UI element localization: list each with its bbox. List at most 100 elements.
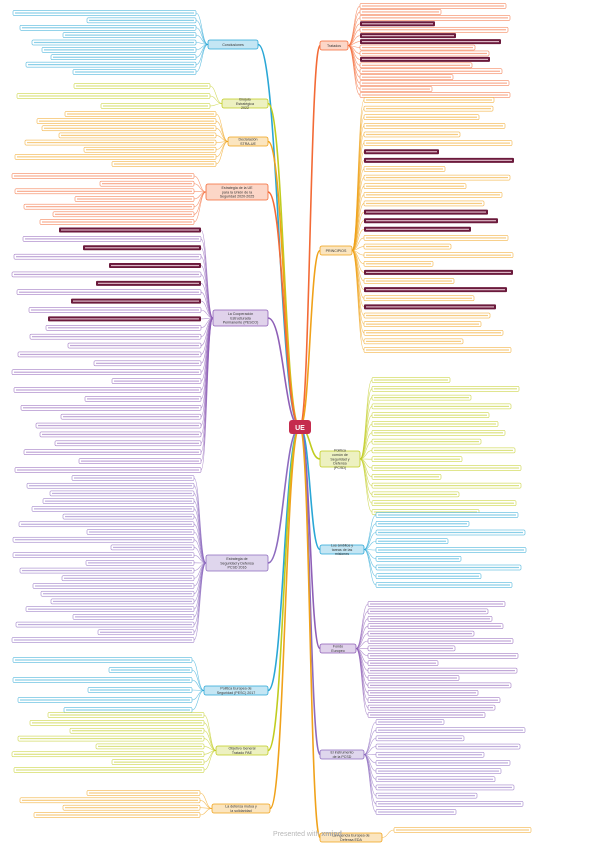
leaf-text [378,745,518,748]
branch-label: para la Unión de la [222,190,252,194]
leaf-text [370,692,476,694]
branch-node-conclusiones[interactable]: Conclusiones [207,39,259,50]
branch-label: Seguridad y [330,457,349,461]
leaf-text [366,237,506,239]
branch-label: El instrumento [331,751,354,755]
branch-label: Brújula [239,97,250,101]
leaf-text [374,502,514,504]
leaf-connector [193,562,207,641]
branch-label: Declaración [239,138,258,142]
leaf-nodes [11,3,532,833]
leaf-connector [191,690,205,711]
leaf-text [75,71,194,73]
leaf-connector [215,141,229,165]
leaf-text [362,29,506,31]
leaf-text [65,34,194,36]
leaf-text [378,762,508,764]
leaf-text [370,647,453,649]
leaf-text [14,639,192,641]
leaf-connector [355,611,369,649]
leaf-text [366,280,452,282]
leaf-text [366,254,511,256]
branch-connector [267,140,301,428]
leaf-text [366,133,458,136]
leaf-text [370,655,516,657]
leaf-text [362,23,433,25]
leaf-text [374,441,479,443]
leaf-text [14,753,202,755]
leaf-text [366,271,511,274]
branch-box [319,245,353,256]
leaf-text [374,397,469,399]
root-node[interactable]: UE [289,420,311,434]
leaf-text [19,95,208,97]
branch-node-principios[interactable]: PRINCIPIOS [319,245,353,256]
leaf-text [14,175,192,177]
branch-label: Tratados [327,44,341,48]
leaf-text [374,388,517,390]
leaf-text [370,707,493,709]
leaf-text [29,485,192,487]
leaf-text [370,640,511,642]
branch-label: Los ámbitos y [331,543,353,547]
footer-brand: xmind [321,831,342,838]
leaf-text [378,549,524,551]
leaf-text [76,85,208,87]
leaf-text [366,99,492,101]
branch-node-defensa_mutua[interactable]: La defensa mutua yla solidaridad [211,803,271,814]
branch-label: Estratégica [236,102,254,106]
leaf-text [362,64,470,66]
leaf-text [26,206,192,208]
leaf-connector [215,127,229,142]
branch-connector [269,426,301,810]
leaf-text [374,458,460,460]
leaf-text [370,603,503,605]
leaf-text [374,414,487,416]
branch-box [215,745,269,756]
branch-connector [299,44,321,428]
branch-label: tareas de las [332,548,353,552]
leaf-text [42,221,192,223]
branch-box [319,40,349,51]
leaf-text [374,485,519,487]
branch-label: Seguridad y Defensa [220,561,254,565]
leaf-text [370,633,472,635]
leaf-text [61,134,214,137]
leaf-text [35,585,192,587]
leaf-text [378,514,516,516]
leaf-text [50,714,202,716]
leaf-text [89,792,198,794]
leaf-text [27,141,214,144]
branch-label: La defensa mutua y [225,805,257,809]
branch-node-tratados[interactable]: Tratados [319,40,349,51]
leaf-connector [363,721,377,755]
leaf-text [366,340,461,342]
leaf-connector [381,829,395,838]
branch-label: PCSD 2016 [228,566,247,570]
leaf-text [362,88,430,90]
leaf-text [32,722,202,724]
leaf-text [114,761,202,763]
leaf-text [366,245,449,248]
leaf-text [25,238,199,240]
leaf-text [98,282,199,284]
leaf-text [23,407,199,409]
leaf-connector [203,750,217,771]
branch-connector [267,426,301,752]
leaf-text [34,41,194,44]
branch-label: Seguridad (PESC) 2017 [217,691,256,695]
leaf-text [362,5,504,7]
branch-label: misiones [335,552,349,556]
